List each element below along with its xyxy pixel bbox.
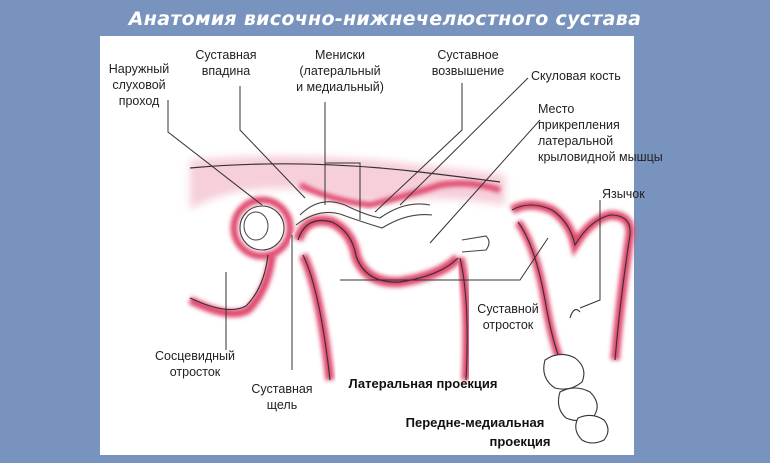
svg-text:отросток: отросток: [483, 318, 534, 332]
svg-text:Мениски: Мениски: [315, 48, 365, 62]
svg-text:Суставной: Суставной: [477, 302, 538, 316]
label-condylar-process: Суставной отросток: [477, 302, 538, 332]
svg-text:щель: щель: [267, 398, 298, 412]
temporal-bone: [189, 156, 505, 210]
label-lingula: Язычок: [602, 187, 645, 201]
svg-text:и медиальный): и медиальный): [296, 80, 384, 94]
label-articular-fossa: Суставная впадина: [195, 48, 256, 78]
svg-text:Суставная: Суставная: [195, 48, 256, 62]
svg-text:прикрепления: прикрепления: [538, 118, 620, 132]
svg-text:возвышение: возвышение: [432, 64, 505, 78]
view-anteromedial-label: Передне-медиальная проекция: [406, 415, 551, 449]
svg-text:впадина: впадина: [202, 64, 251, 78]
svg-text:(латеральный: (латеральный: [299, 64, 380, 78]
mastoid-process: [188, 254, 276, 318]
ear-canal: [230, 196, 294, 260]
svg-text:слуховой: слуховой: [112, 78, 165, 92]
svg-text:Скуловая кость: Скуловая кость: [531, 69, 621, 83]
svg-text:Суставное: Суставное: [437, 48, 498, 62]
svg-text:крыловидной мышцы: крыловидной мышцы: [538, 150, 663, 164]
label-pterygoid-attachment: Место прикрепления латеральной крыловидн…: [538, 102, 663, 164]
svg-text:проекция: проекция: [489, 434, 550, 449]
svg-text:Сосцевидный: Сосцевидный: [155, 349, 235, 363]
svg-text:латеральной: латеральной: [538, 134, 613, 148]
label-articular-eminence: Суставное возвышение: [432, 48, 505, 78]
svg-text:отросток: отросток: [170, 365, 221, 379]
page-title: Анатомия височно-нижнечелюстного сустава: [128, 8, 642, 30]
leader-lines: [167, 77, 601, 370]
svg-text:Место: Место: [538, 102, 574, 116]
mandible-lateral: [289, 201, 490, 381]
mandible-anteromedial: [509, 200, 635, 444]
teeth: [543, 353, 609, 444]
label-ear-canal: Наружный слуховой проход: [109, 62, 169, 108]
label-mastoid-process: Сосцевидный отросток: [155, 349, 235, 379]
svg-text:проход: проход: [119, 94, 160, 108]
svg-text:Суставная: Суставная: [251, 382, 312, 396]
view-lateral-label: Латеральная проекция: [348, 376, 497, 391]
label-menisci: Мениски (латеральный и медиальный): [296, 48, 384, 94]
svg-text:Язычок: Язычок: [602, 187, 645, 201]
label-joint-space: Суставная щель: [251, 382, 312, 412]
label-zygomatic-bone: Скуловая кость: [531, 69, 621, 83]
svg-text:Передне-медиальная: Передне-медиальная: [406, 415, 545, 430]
svg-text:Наружный: Наружный: [109, 62, 169, 76]
